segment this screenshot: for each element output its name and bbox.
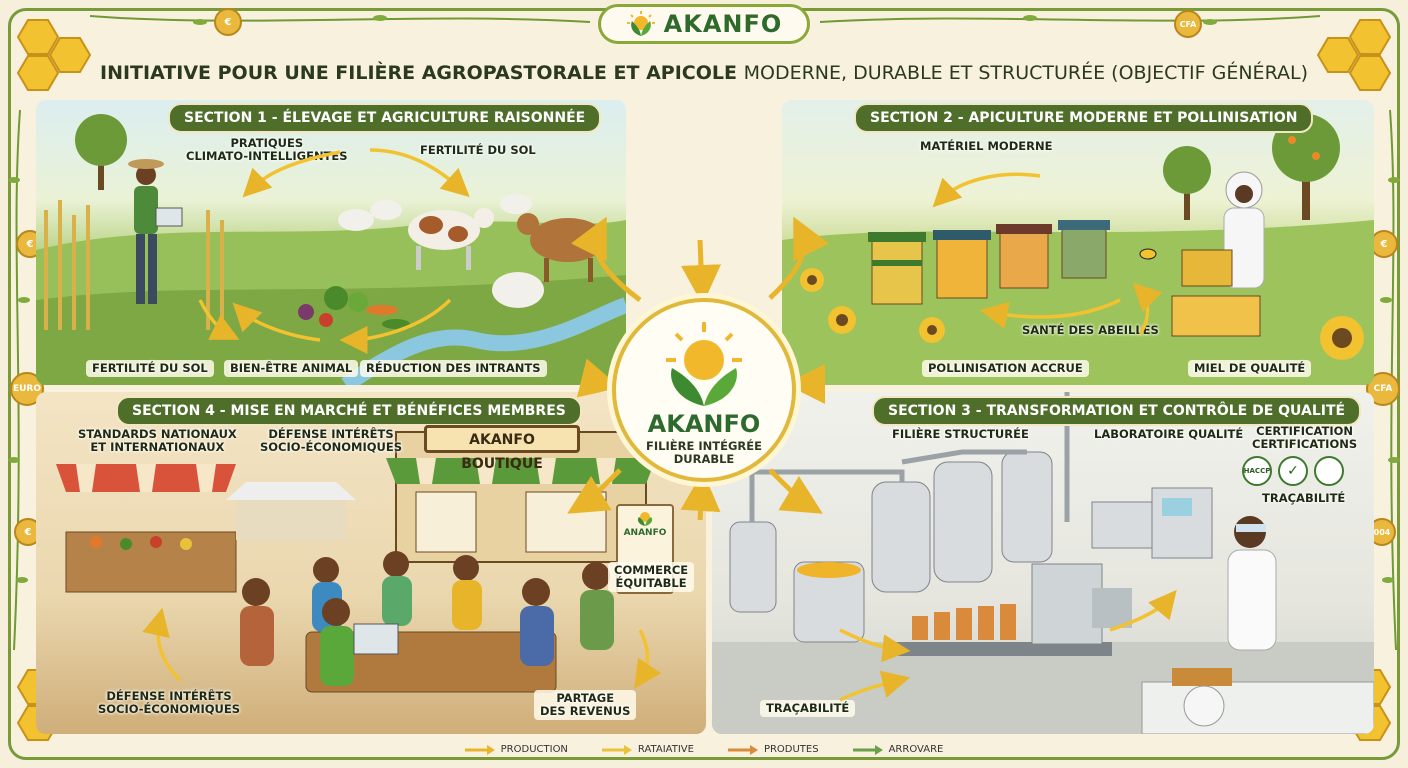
label-filiere: FILIÈRE STRUCTURÉE xyxy=(892,427,1029,441)
label-fertilite-top: FERTILITÉ DU SOL xyxy=(420,143,536,157)
tent-icon xyxy=(226,482,356,540)
label-materiel: MATÉRIEL MODERNE xyxy=(920,139,1053,153)
beekeeper-icon xyxy=(1171,171,1265,337)
legend-item: ARROVARE xyxy=(852,744,944,755)
center-hub: AKANFO FILIÈRE INTÉGRÉE DURABLE xyxy=(612,298,796,482)
honey-vat-icon xyxy=(793,561,865,643)
sun-leaf-logo-icon xyxy=(666,322,742,406)
eco-certification-icon xyxy=(1314,456,1344,486)
boutique-sign: AKANFO BOUTIQUE xyxy=(424,425,580,472)
section-2-title: SECTION 2 - APICULTURE MODERNE ET POLLIN… xyxy=(854,103,1314,133)
farm-scene-illustration xyxy=(36,114,626,385)
arrow-rataiative-icon xyxy=(601,744,632,755)
tree-icon xyxy=(75,114,127,190)
processing-plant-illustration xyxy=(712,392,1374,734)
label-pratiques: PRATIQUES CLIMATO-INTELLIGENTES xyxy=(186,136,348,163)
legend-label: ARROVARE xyxy=(888,744,944,755)
label-reduction: RÉDUCTION DES INTRANTS xyxy=(360,360,547,377)
lab-equipment-icon xyxy=(1091,487,1213,559)
center-brand: AKANFO xyxy=(647,410,761,438)
label-sante: SANTÉ DES ABEILLES xyxy=(1022,323,1159,337)
legend-label: PRODUTES xyxy=(763,744,819,755)
label-fertilite-bottom: FERTILITÉ DU SOL xyxy=(86,360,214,377)
farmer-icon xyxy=(128,159,183,304)
section-1-panel xyxy=(36,100,626,385)
legend: PRODUCTION RATAIATIVE PRODUTES ARROVARE xyxy=(0,744,1408,755)
honeycomb-top-left-icon xyxy=(17,19,91,91)
beehive-icon xyxy=(868,220,1110,305)
center-subtitle: FILIÈRE INTÉGRÉE DURABLE xyxy=(646,439,762,466)
check-certification-icon: ✓ xyxy=(1278,456,1308,486)
sun-leaf-logo-icon xyxy=(626,11,655,36)
legend-item: PRODUTES xyxy=(727,744,819,755)
brand-name: AKANFO xyxy=(663,10,783,38)
label-tracabilite-top: TRAÇABILITÉ xyxy=(1262,491,1346,505)
corn-field-icon xyxy=(44,200,224,330)
label-commerce: COMMERCE ÉQUITABLE xyxy=(608,562,695,592)
label-certification: CERTIFICATION CERTIFICATIONS xyxy=(1252,424,1358,451)
page-title: INITIATIVE POUR UNE FILIÈRE AGROPASTORAL… xyxy=(0,62,1408,84)
sheep-icon xyxy=(338,194,544,308)
sunflowers-icon xyxy=(800,268,1364,360)
title-light: MODERNE, DURABLE ET STRUCTURÉE (OBJECTIF… xyxy=(743,62,1308,84)
section-4-panel xyxy=(36,392,706,734)
market-stall-icon xyxy=(56,464,237,593)
section-1-title: SECTION 1 - ÉLEVAGE ET AGRICULTURE RAISO… xyxy=(168,103,602,133)
label-laboratoire: LABORATOIRE QUALITÉ xyxy=(1094,427,1244,441)
label-bien-etre: BIEN-ÊTRE ANIMAL xyxy=(224,360,359,377)
header-logo-badge: AKANFO xyxy=(598,4,810,44)
legend-item: RATAIATIVE xyxy=(601,744,694,755)
section-3-title: SECTION 3 - TRANSFORMATION ET CONTRÔLE D… xyxy=(872,396,1362,426)
section-3-panel xyxy=(712,392,1374,734)
label-defense-top: DÉFENSE INTÉRÊTS SOCIO-ÉCONOMIQUES xyxy=(260,427,402,454)
label-partage: PARTAGE DES REVENUS xyxy=(534,690,637,720)
members-group-icon xyxy=(240,551,614,686)
conveyor-belt-icon xyxy=(892,604,1112,656)
label-tracabilite-bottom: TRAÇABILITÉ xyxy=(760,700,856,717)
lab-bench-icon xyxy=(1141,668,1374,734)
cow-icon xyxy=(408,208,494,270)
legend-label: RATAIATIVE xyxy=(637,744,694,755)
arrow-produtes-icon xyxy=(727,744,758,755)
arrow-production-icon xyxy=(464,744,495,755)
coin-euro-icon: € xyxy=(214,8,242,36)
haccp-badge-icon: HACCP xyxy=(1242,456,1272,486)
title-bold: INITIATIVE POUR UNE FILIÈRE AGROPASTORAL… xyxy=(100,62,737,84)
packaging-machine-icon xyxy=(1031,563,1132,645)
sun-leaf-logo-icon xyxy=(637,512,653,526)
sign-brand-text: ANANFO xyxy=(623,528,667,538)
bee-icon xyxy=(1139,248,1157,260)
section-4-title: SECTION 4 - MISE EN MARCHÉ ET BÉNÉFICES … xyxy=(116,396,582,426)
label-defense-bottom: DÉFENSE INTÉRÊTS SOCIO-ÉCONOMIQUES xyxy=(98,689,240,716)
section-2-panel xyxy=(782,100,1374,385)
coin-cfa-icon: CFA xyxy=(1174,10,1202,38)
legend-label: PRODUCTION xyxy=(500,744,568,755)
label-miel: MIEL DE QUALITÉ xyxy=(1188,360,1312,377)
legend-item: PRODUCTION xyxy=(464,744,568,755)
lab-technician-icon xyxy=(1227,516,1277,651)
apiary-scene-illustration xyxy=(782,114,1374,385)
coin-euro-icon: € xyxy=(1370,230,1398,258)
honeycomb-top-right-icon xyxy=(1317,19,1391,91)
label-pollinisation: POLLINISATION ACCRUE xyxy=(922,360,1089,377)
steel-tank-icon xyxy=(729,451,1053,613)
label-standards: STANDARDS NATIONAUX ET INTERNATIONAUX xyxy=(78,427,237,454)
arrow-arrovare-icon xyxy=(852,744,883,755)
